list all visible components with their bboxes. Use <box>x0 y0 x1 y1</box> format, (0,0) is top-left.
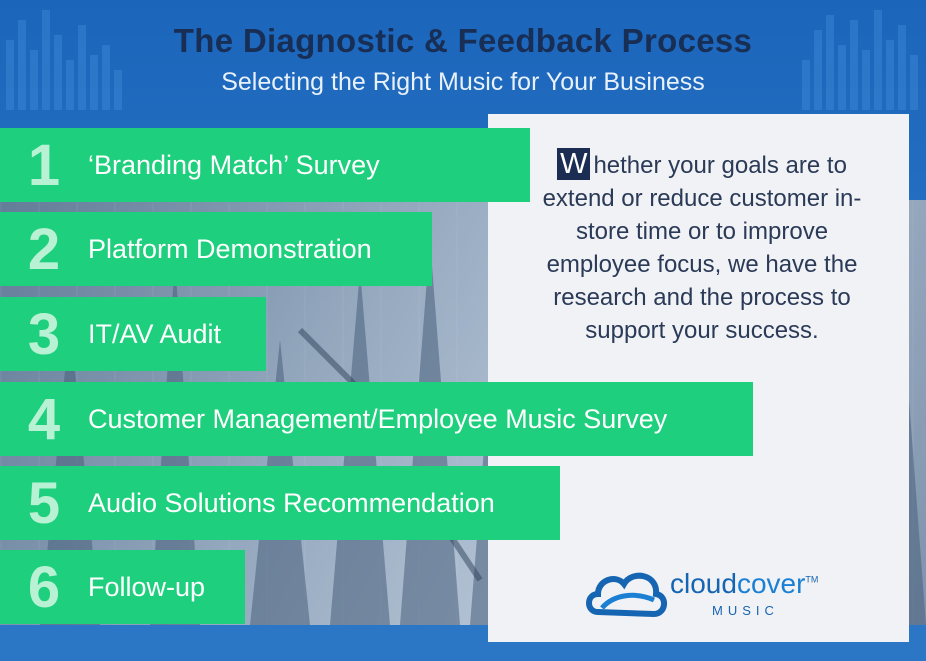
step-label: Audio Solutions Recommendation <box>88 487 495 518</box>
step-number: 6 <box>27 554 61 620</box>
page-subtitle: Selecting the Right Music for Your Busin… <box>221 68 705 96</box>
step-label: Follow-up <box>88 571 206 602</box>
step-number: 1 <box>27 132 61 198</box>
step-number: 5 <box>27 470 61 536</box>
step-number: 2 <box>27 216 61 282</box>
step-5: 5 Audio Solutions Recommendation <box>0 466 560 540</box>
step-label: ‘Branding Match’ Survey <box>88 149 380 180</box>
step-number: 3 <box>27 301 61 367</box>
drop-cap: W <box>557 148 591 180</box>
page-title: The Diagnostic & Feedback Process <box>173 22 753 59</box>
logo-subtitle: MUSIC <box>712 603 779 618</box>
logo-wordmark: cloudcoverTM <box>670 568 819 599</box>
step-3: 3 IT/AV Audit <box>0 297 266 371</box>
card-body: hether your goals are to extend or reduc… <box>542 152 862 344</box>
step-6: 6 Follow-up <box>0 550 245 624</box>
step-label: IT/AV Audit <box>88 318 222 349</box>
step-1: 1 ‘Branding Match’ Survey <box>0 128 530 202</box>
cloudcover-logo: cloudcoverTM MUSIC <box>584 560 844 630</box>
step-label: Platform Demonstration <box>88 233 372 264</box>
equalizer-decoration-right <box>802 10 918 110</box>
step-label: Customer Management/Employee Music Surve… <box>88 403 668 434</box>
step-2: 2 Platform Demonstration <box>0 212 432 286</box>
equalizer-decoration-left <box>6 10 122 110</box>
step-number: 4 <box>27 386 61 452</box>
step-4: 4 Customer Management/Employee Music Sur… <box>0 382 753 456</box>
cloud-logo-icon <box>586 572 667 618</box>
